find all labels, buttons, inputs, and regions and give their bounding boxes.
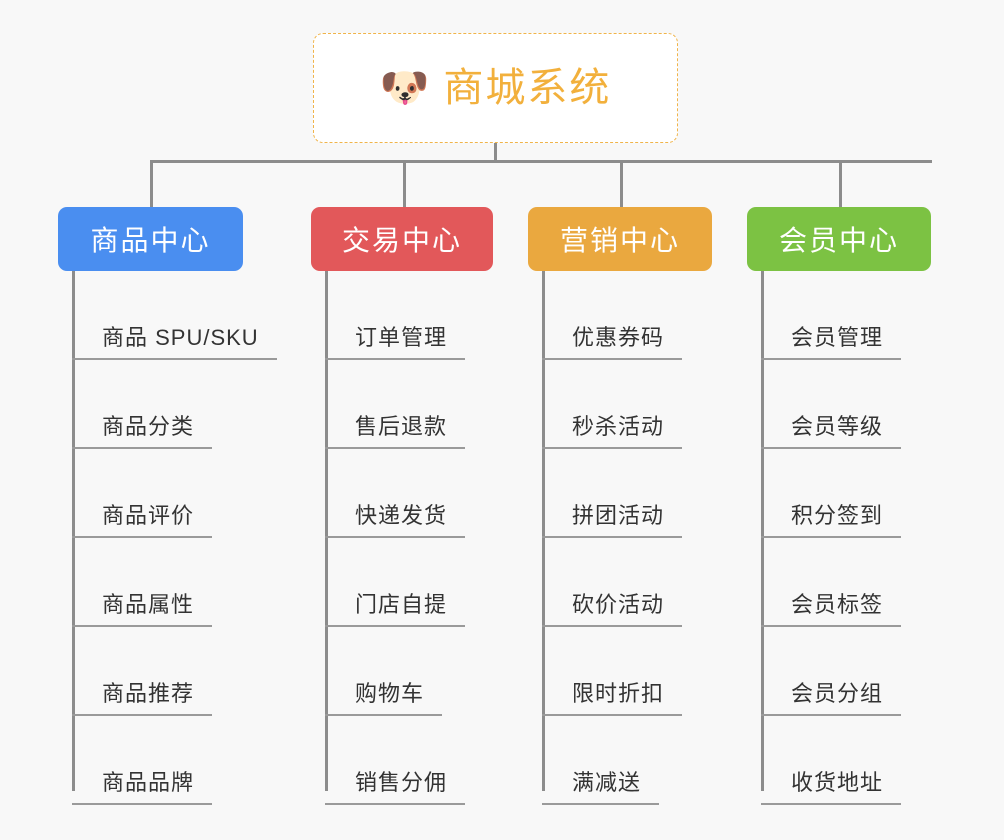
leaf-item[interactable]: 限时折扣 [528, 627, 712, 716]
leaf-label: 砍价活动 [542, 592, 683, 627]
branch-product-center: 商品中心商品 SPU/SKU 商品分类商品评价商品属性商品推荐商品品牌 [58, 207, 277, 805]
connector-root-stem [494, 143, 497, 162]
root-node[interactable]: 🐶 商城系统 [313, 33, 678, 143]
leaf-label: 快递发货 [325, 503, 466, 538]
leaf-label: 订单管理 [325, 325, 466, 360]
branch-spine-member-center [761, 271, 764, 791]
leaf-list-trade-center: 订单管理售后退款快递发货门店自提购物车销售分佣 [311, 271, 493, 805]
leaf-label: 商品分类 [72, 414, 213, 449]
leaf-label: 会员标签 [761, 592, 902, 627]
connector-drop-member-center [839, 160, 842, 207]
leaf-item[interactable]: 购物车 [311, 627, 493, 716]
leaf-label: 商品 SPU/SKU [72, 325, 277, 360]
leaf-label: 销售分佣 [325, 770, 466, 805]
leaf-item[interactable]: 商品推荐 [58, 627, 243, 716]
leaf-list-marketing-center: 优惠券码秒杀活动拼团活动砍价活动限时折扣满减送 [528, 271, 712, 805]
leaf-list-product-center: 商品 SPU/SKU 商品分类商品评价商品属性商品推荐商品品牌 [58, 271, 277, 805]
leaf-label: 售后退款 [325, 414, 466, 449]
branch-member-center: 会员中心会员管理会员等级积分签到会员标签会员分组收货地址 [747, 207, 931, 805]
leaf-item[interactable]: 商品分类 [58, 360, 243, 449]
branch-spine-product-center [72, 271, 75, 791]
leaf-item[interactable]: 秒杀活动 [528, 360, 712, 449]
leaf-item[interactable]: 会员标签 [747, 538, 931, 627]
branch-trade-center: 交易中心订单管理售后退款快递发货门店自提购物车销售分佣 [311, 207, 493, 805]
leaf-label: 满减送 [542, 770, 660, 805]
leaf-label: 商品推荐 [72, 681, 213, 716]
leaf-item[interactable]: 销售分佣 [311, 716, 493, 805]
branch-header-member-center[interactable]: 会员中心 [747, 207, 931, 271]
connector-drop-marketing-center [620, 160, 623, 207]
leaf-label: 会员管理 [761, 325, 902, 360]
root-title: 商城系统 [443, 66, 612, 110]
leaf-item[interactable]: 砍价活动 [528, 538, 712, 627]
leaf-item[interactable]: 会员管理 [747, 271, 931, 360]
leaf-label: 优惠券码 [542, 325, 683, 360]
leaf-item[interactable]: 订单管理 [311, 271, 493, 360]
leaf-label: 购物车 [325, 681, 443, 716]
branch-title: 营销中心 [559, 225, 680, 256]
leaf-label: 门店自提 [325, 592, 466, 627]
branch-title: 商品中心 [90, 225, 211, 256]
leaf-item[interactable]: 会员等级 [747, 360, 931, 449]
leaf-item[interactable]: 商品 SPU/SKU [58, 271, 277, 360]
branch-title: 交易中心 [341, 225, 462, 256]
leaf-item[interactable]: 快递发货 [311, 449, 493, 538]
leaf-label: 会员分组 [761, 681, 902, 716]
leaf-label: 会员等级 [761, 414, 902, 449]
leaf-label: 秒杀活动 [542, 414, 683, 449]
leaf-item[interactable]: 满减送 [528, 716, 712, 805]
leaf-item[interactable]: 会员分组 [747, 627, 931, 716]
shiba-dog-face-icon: 🐶 [379, 66, 430, 110]
leaf-item[interactable]: 商品品牌 [58, 716, 243, 805]
leaf-label: 商品评价 [72, 503, 213, 538]
leaf-list-member-center: 会员管理会员等级积分签到会员标签会员分组收货地址 [747, 271, 931, 805]
connector-drop-trade-center [403, 160, 406, 207]
leaf-item[interactable]: 商品属性 [58, 538, 243, 627]
leaf-label: 拼团活动 [542, 503, 683, 538]
branch-spine-trade-center [325, 271, 328, 791]
leaf-item[interactable]: 商品评价 [58, 449, 243, 538]
branch-header-product-center[interactable]: 商品中心 [58, 207, 243, 271]
leaf-label: 商品品牌 [72, 770, 213, 805]
connector-horizontal-bus [150, 160, 932, 163]
branch-spine-marketing-center [542, 271, 545, 791]
branch-title: 会员中心 [778, 225, 899, 256]
leaf-label: 积分签到 [761, 503, 902, 538]
leaf-item[interactable]: 门店自提 [311, 538, 493, 627]
branch-header-marketing-center[interactable]: 营销中心 [528, 207, 712, 271]
leaf-label: 收货地址 [761, 770, 902, 805]
leaf-item[interactable]: 收货地址 [747, 716, 931, 805]
leaf-label: 限时折扣 [542, 681, 683, 716]
leaf-item[interactable]: 售后退款 [311, 360, 493, 449]
leaf-item[interactable]: 优惠券码 [528, 271, 712, 360]
leaf-label: 商品属性 [72, 592, 213, 627]
branch-header-trade-center[interactable]: 交易中心 [311, 207, 493, 271]
leaf-item[interactable]: 积分签到 [747, 449, 931, 538]
leaf-item[interactable]: 拼团活动 [528, 449, 712, 538]
branch-marketing-center: 营销中心优惠券码秒杀活动拼团活动砍价活动限时折扣满减送 [528, 207, 712, 805]
connector-drop-product-center [150, 160, 153, 207]
